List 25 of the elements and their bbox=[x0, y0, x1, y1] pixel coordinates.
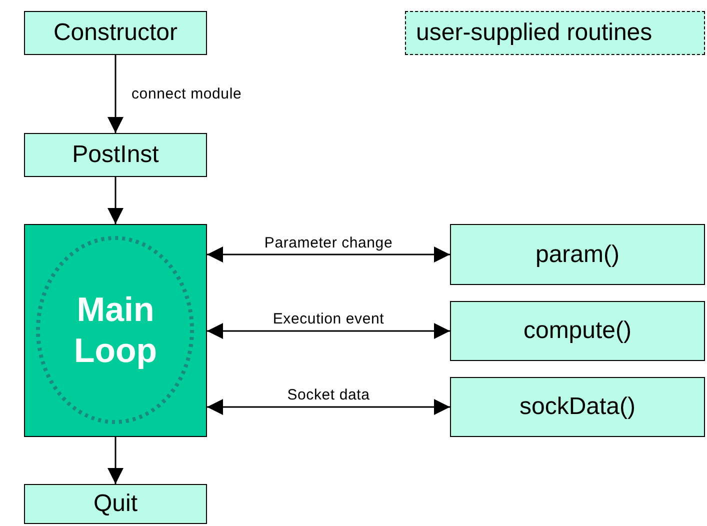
process-box bbox=[450, 377, 705, 437]
edge-label: Socket data bbox=[287, 386, 370, 404]
process-box bbox=[24, 133, 207, 177]
edge-label: Parameter change bbox=[264, 234, 393, 251]
node-label: compute() bbox=[523, 317, 632, 345]
process-box bbox=[450, 301, 705, 361]
edge-label: connect module bbox=[132, 86, 242, 102]
node-label: param() bbox=[535, 240, 620, 268]
loop-box bbox=[24, 224, 207, 437]
process-box bbox=[450, 224, 705, 285]
arrow bbox=[207, 246, 450, 262]
arrow bbox=[207, 323, 450, 339]
arrow bbox=[207, 399, 450, 415]
node-label: Main Loop bbox=[72, 290, 158, 372]
process-box bbox=[24, 484, 207, 524]
node-label: Constructor bbox=[53, 19, 178, 47]
arrow bbox=[108, 437, 124, 484]
node-label: PostInst bbox=[72, 141, 159, 169]
process-box bbox=[24, 11, 207, 55]
node-label: sockData() bbox=[519, 393, 636, 421]
arrow bbox=[108, 55, 124, 133]
legend-label: user-supplied routines bbox=[416, 19, 652, 47]
edge-label: Execution event bbox=[272, 310, 384, 328]
node-label: Quit bbox=[93, 490, 138, 518]
arrow bbox=[108, 177, 124, 224]
